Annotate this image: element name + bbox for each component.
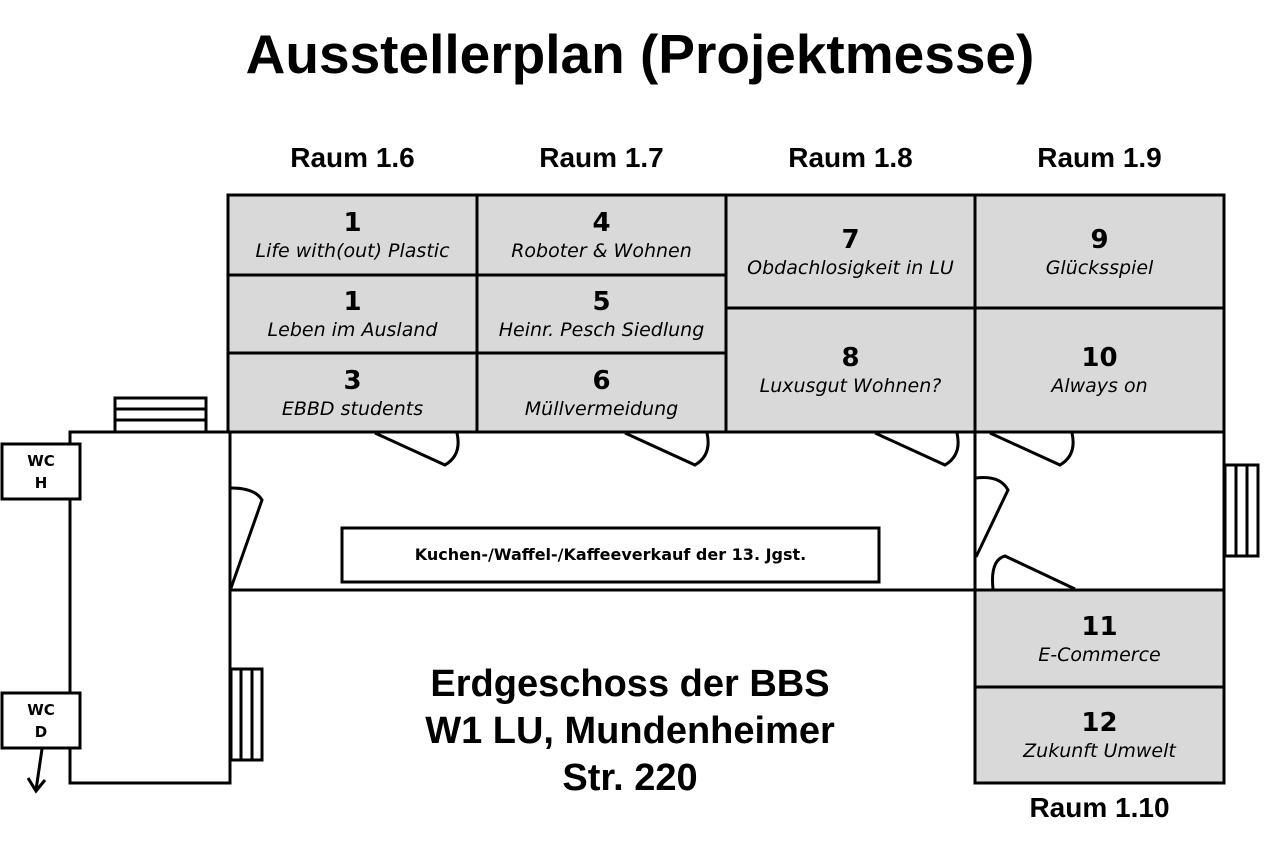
stand-number: 7	[841, 224, 860, 255]
wc-type: D	[34, 722, 48, 741]
room-label-1-8: Raum 1.8	[788, 142, 913, 173]
stand-number: 1	[343, 208, 362, 238]
wc-men: WC H	[2, 444, 80, 499]
stand-cell-1	[226, 193, 479, 277]
door-icons	[229, 431, 1076, 591]
stand-name: Glücksspiel	[1045, 256, 1154, 279]
floor-label-line: Str. 220	[562, 757, 698, 799]
stand-number: 6	[592, 365, 611, 396]
stand-number: 5	[592, 287, 611, 317]
stand-number: 12	[1081, 708, 1118, 738]
stand-cell-12	[973, 685, 1226, 785]
floor-label: Erdgeschoss der BBS W1 LU, Mundenheimer …	[330, 661, 930, 802]
room-label-1-7: Raum 1.7	[539, 142, 664, 173]
room-cells	[226, 193, 1226, 785]
corridor-label: Kuchen-/Waffel-/Kaffeeverkauf der 13. Jg…	[414, 545, 807, 564]
wc-boxes	[0, 442, 82, 750]
stand-number: 4	[592, 208, 611, 238]
room-label-1-9: Raum 1.9	[1037, 142, 1162, 173]
sales-box	[340, 526, 881, 584]
stand-number: 3	[343, 365, 362, 396]
stand-name: Zukunft Umwelt	[1023, 740, 1176, 762]
wc-women: WC D	[2, 693, 80, 748]
page-title: Ausstellerplan (Projektmesse)	[245, 23, 1035, 85]
stand-number: 10	[1081, 343, 1118, 373]
floor-label-line: Erdgeschoss der BBS	[430, 663, 830, 705]
stand-number: 11	[1081, 611, 1118, 642]
walls	[68, 430, 1226, 785]
stand-name: Always on	[1051, 375, 1148, 397]
stand-cell-8	[724, 306, 977, 434]
stand-name: Leben im Ausland	[267, 319, 438, 341]
wc-type: H	[34, 473, 48, 492]
stand-cell-2	[226, 273, 479, 355]
room-label-1-6: Raum 1.6	[290, 142, 415, 173]
stand-name: Heinr. Pesch Siedlung	[498, 319, 705, 341]
wc-label: WC	[27, 451, 55, 470]
stand-name: EBBD students	[281, 397, 424, 420]
stand-number: 9	[1090, 224, 1109, 255]
stand-name: Luxusgut Wohnen?	[759, 375, 942, 397]
stand-name: Life with(out) Plastic	[255, 240, 450, 262]
stand-name: Müllvermeidung	[524, 397, 679, 420]
room-label-1-10: Raum 1.10	[1029, 792, 1170, 823]
stand-name: Roboter & Wohnen	[511, 240, 692, 262]
stand-name: Obdachlosigkeit in LU	[747, 256, 954, 279]
stand-cell-6	[475, 351, 728, 434]
stairs-icon	[113, 396, 1260, 762]
wc-label: WC	[27, 700, 55, 719]
floor-label-line: W1 LU, Mundenheimer	[425, 710, 835, 752]
stand-cell-10	[973, 306, 1226, 434]
stand-name: E-Commerce	[1038, 643, 1161, 666]
exit-arrow-icon	[26, 748, 47, 794]
stand-number: 1	[343, 287, 362, 317]
stand-number: 8	[841, 343, 860, 373]
stand-cell-11	[973, 588, 1226, 689]
